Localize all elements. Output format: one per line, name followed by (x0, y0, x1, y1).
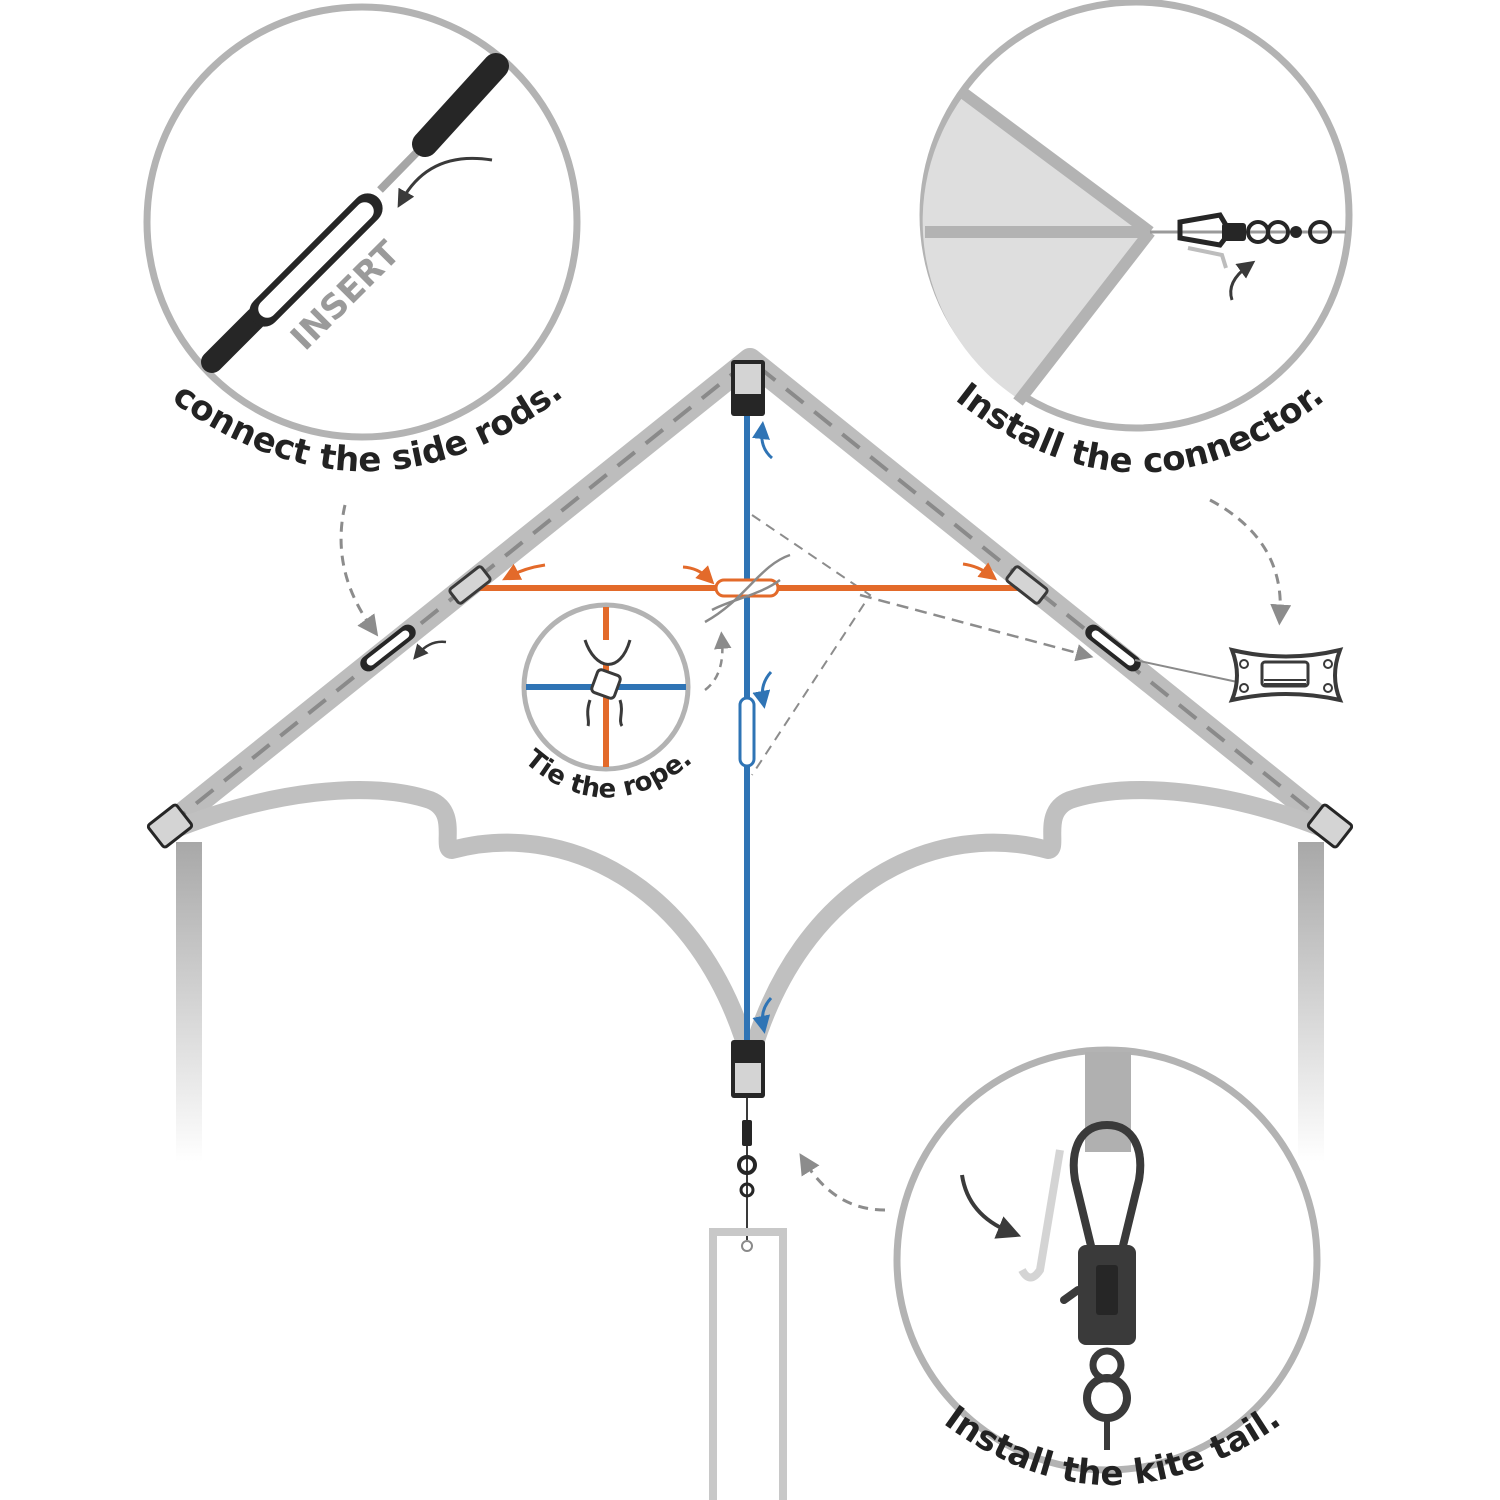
kite-sail-closeup (922, 95, 1150, 400)
step-install-connector: Install the connector. (919, 0, 1353, 626)
spine-arrow-top (752, 421, 774, 460)
side-rod-closeup (201, 53, 509, 373)
left-rod-joint (360, 624, 416, 672)
spine-arrow-mid (752, 670, 773, 709)
connector-pointer (1209, 498, 1292, 626)
sail-edge-bottom (1013, 228, 1155, 406)
step-install-kite-tail: Install the kite tail. (799, 1046, 1321, 1494)
rope-pointer (704, 631, 732, 691)
knot-icon (583, 639, 632, 727)
tail-pointer (799, 1153, 886, 1212)
left-streamer (176, 842, 202, 1162)
bridle-line (751, 514, 872, 776)
spar-arrow-center (682, 565, 715, 585)
tail-cap (731, 1040, 765, 1098)
kite-tail (709, 1228, 787, 1500)
insert-arrow (397, 156, 493, 208)
right-wing-cap (1306, 803, 1354, 849)
tail-eyelet (741, 1240, 753, 1252)
spine-arrow-bottom (752, 996, 773, 1034)
rod-joint-arrow (413, 640, 447, 660)
side-rod-dashes (166, 357, 1332, 828)
right-rod-joint (1085, 624, 1141, 672)
step-tie-rope: Tie the rope. (519, 602, 732, 805)
right-spar-fitting (1005, 565, 1049, 605)
kite-diagram (146, 348, 1354, 1500)
tail-strip-closeup (1085, 1052, 1131, 1152)
tail-clip-arrow (960, 1174, 1022, 1239)
side-rods-pointer (339, 504, 379, 637)
left-spar-fitting (448, 565, 492, 605)
spar-knot-loop (711, 578, 781, 612)
left-wing-cap (146, 803, 194, 849)
sail-edge-top (958, 87, 1154, 237)
spine-connector (738, 696, 756, 768)
spar-arrow-right (962, 562, 998, 581)
swivel-snap-closeup (1018, 1120, 1145, 1450)
tail-swivel (737, 1098, 757, 1240)
spar-arrow-left (502, 563, 546, 581)
spar-knot (704, 553, 791, 624)
connector-arrow (1229, 260, 1256, 301)
right-streamer (1298, 842, 1324, 1162)
swivel-clip-icon (1150, 212, 1346, 269)
nose-cap (731, 360, 765, 416)
line-reel-icon (1134, 647, 1344, 703)
tow-line (859, 593, 1094, 662)
